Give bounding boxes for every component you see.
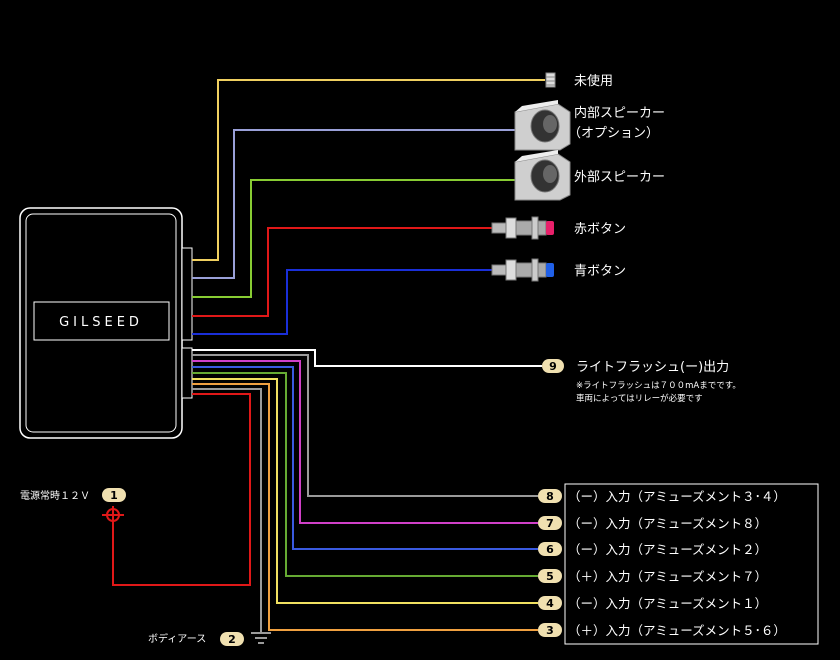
input-5-badge <box>538 569 562 583</box>
power-badge-number: 1 <box>110 489 118 502</box>
inputs-label-box <box>564 483 819 645</box>
label-blue-button: 青ボタン <box>574 264 626 279</box>
controller-inner-frame <box>25 213 177 433</box>
input-7-badge <box>538 516 562 530</box>
wire-white-flash <box>192 349 542 367</box>
label-input-4: （ー）入力（アミューズメント１） <box>568 596 767 611</box>
blue-button-icon <box>491 258 554 282</box>
wire-green-external-speaker <box>192 179 515 298</box>
wire-orange-input-3 <box>192 383 538 631</box>
input-8-badge-number: 8 <box>546 490 554 503</box>
label-internal-speaker-option: （オプション） <box>568 126 659 141</box>
label-flash-output: ライトフラッシュ(ー)出力 <box>576 360 729 375</box>
unused-connector-icon <box>545 72 556 88</box>
input-8-badge <box>538 489 562 503</box>
output-connector <box>181 247 193 341</box>
ground-badge-number: 2 <box>228 633 236 646</box>
power-terminal-icon <box>102 506 124 522</box>
wire-lavender-internal-speaker <box>192 129 515 279</box>
label-input-8: （ー）入力（アミューズメント３･４） <box>568 489 786 504</box>
wire-gray-ground <box>192 388 262 632</box>
label-red-button: 赤ボタン <box>574 222 626 237</box>
flash-note-2: 車両によってはリレーが必要です <box>576 393 703 404</box>
internal-speaker-icon <box>514 100 571 151</box>
input-connector <box>181 347 193 399</box>
input-4-badge-number: 4 <box>546 597 554 610</box>
brand-name: GILSEED <box>59 315 143 330</box>
label-unused: 未使用 <box>574 73 613 89</box>
input-3-badge <box>538 623 562 637</box>
input-5-badge-number: 5 <box>546 570 554 583</box>
wire-gray-input-8 <box>192 354 538 497</box>
flash-badge-number: 9 <box>549 360 557 373</box>
label-input-5: （＋）入力（アミューズメント７） <box>568 569 767 584</box>
controller-brand-plate <box>33 301 170 341</box>
label-input-7: （ー）入力（アミューズメント８） <box>568 516 767 531</box>
label-input-3: （＋）入力（アミューズメント５･６） <box>568 623 786 638</box>
wire-yellow-input-4 <box>192 378 538 604</box>
ground-badge <box>220 632 244 646</box>
wire-yellow-unused <box>192 79 545 261</box>
input-6-badge <box>538 542 562 556</box>
input-7-badge-number: 7 <box>546 517 554 530</box>
label-ground: ボディアース <box>148 632 206 645</box>
input-6-badge-number: 6 <box>546 543 554 556</box>
ground-icon <box>251 632 271 644</box>
label-external-speaker: 外部スピーカー <box>574 170 665 185</box>
label-input-6: （ー）入力（アミューズメント２） <box>568 542 767 557</box>
flash-note-1: ※ライトフラッシュは７００mAまでです。 <box>576 381 741 391</box>
input-4-badge <box>538 596 562 610</box>
wire-blue-button <box>192 269 492 335</box>
external-speaker-icon <box>514 150 571 201</box>
label-internal-speaker: 内部スピーカー <box>574 105 665 121</box>
input-3-badge-number: 3 <box>546 624 554 637</box>
wire-magenta-input-7 <box>192 360 538 524</box>
wire-red-power <box>112 393 251 586</box>
flash-badge <box>542 359 564 373</box>
power-badge <box>102 488 126 502</box>
wire-red-button <box>192 227 492 317</box>
wire-blue-input-6 <box>192 366 538 550</box>
wire-green-input-5 <box>192 372 538 577</box>
label-power: 電源常時１２Ｖ <box>20 489 90 502</box>
red-button-icon <box>491 216 554 240</box>
